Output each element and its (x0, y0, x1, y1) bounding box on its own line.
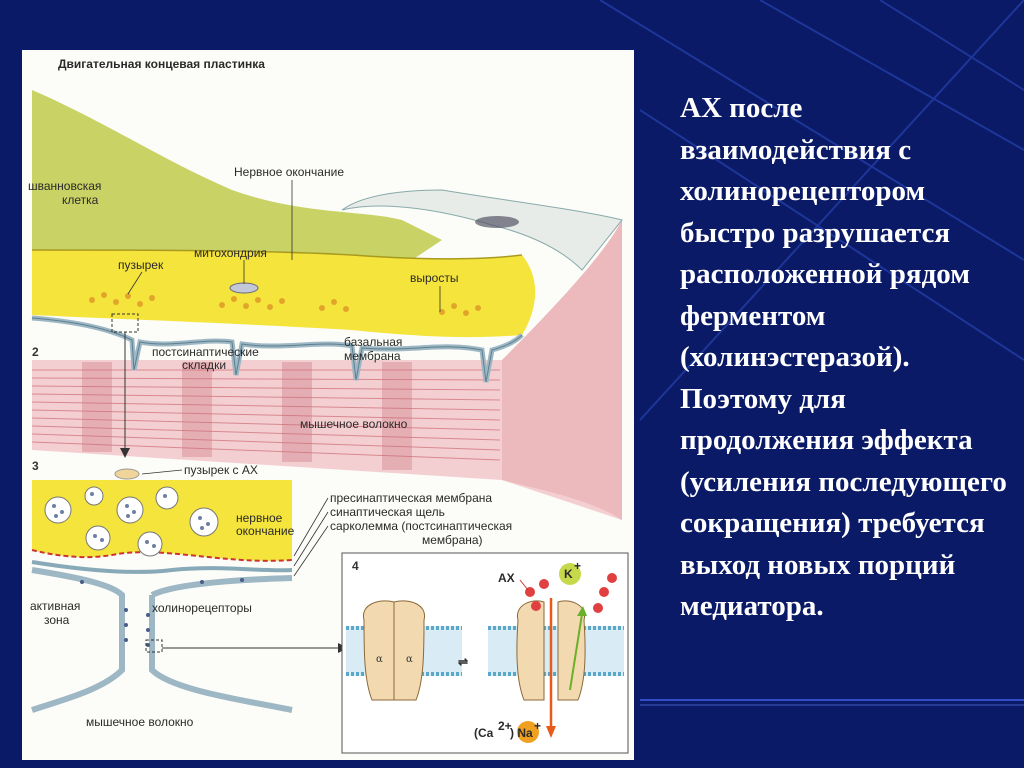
panel-number-4: 4 (352, 559, 359, 573)
muscle-side-face (502, 220, 622, 520)
vesicles-with-ach (44, 486, 219, 557)
label-sarcolemma-1: сарколемма (постсинаптическая (330, 519, 512, 533)
nerve-terminal (32, 250, 536, 338)
alpha-label-1: α (376, 654, 383, 665)
label-k-charge: + (574, 559, 581, 573)
label-na-charge: + (534, 719, 541, 733)
label-vesicle: пузырек (118, 258, 164, 272)
label-postsyn-folds-1: постсинаптические (152, 345, 259, 359)
figure-panel: Двигательная концевая пластинка шванновс… (22, 50, 634, 760)
label-basal-2: мембрана (344, 349, 401, 363)
label-muscle-fiber-bottom: мышечное волокно (86, 715, 194, 729)
equilibrium-arrows: ⇌ (458, 655, 468, 669)
label-k: K (564, 567, 573, 581)
label-cholinoreceptors: холинорецепторы (152, 601, 252, 615)
receptor-closed-right (393, 600, 426, 701)
label-presynaptic: пресинаптическая мембрана (330, 491, 492, 505)
receptor-closed-left (362, 600, 395, 701)
label-ca-charge: 2+ (498, 719, 512, 733)
neuromuscular-junction-diagram: Двигательная концевая пластинка шванновс… (28, 57, 629, 754)
label-mitochondria: митохондрия (194, 246, 267, 260)
label-active-zone-1: активная (30, 599, 80, 613)
zoom-box-3 (145, 639, 163, 653)
panel-number-2: 2 (32, 345, 39, 359)
vesicle-ach-top (114, 468, 140, 480)
label-schwann-2: клетка (62, 193, 99, 207)
schwann-cell (32, 90, 442, 300)
receptor-open-left (516, 600, 545, 701)
label-cleft: синаптическая щель (330, 505, 445, 519)
label-sarcolemma-2: мембрана) (422, 533, 483, 547)
ca-ion-circle (517, 721, 539, 743)
alpha-label-2: α (406, 654, 413, 665)
vesicles (89, 292, 481, 316)
receptor-open-right (557, 600, 586, 701)
label-ach-inset: АХ (498, 571, 515, 585)
schwann-top-fold (341, 189, 623, 271)
synaptic-cleft (31, 560, 293, 574)
figure-title: Двигательная концевая пластинка (58, 57, 265, 71)
k-flow-arrow (569, 613, 583, 691)
muscle-striations (31, 369, 501, 461)
muscle-bands (82, 362, 412, 470)
label-nerve-ending: Нервное окончание (234, 165, 344, 179)
presynaptic-membrane (31, 549, 293, 562)
ach-dots (52, 492, 210, 548)
lipid-bilayer-right (488, 626, 624, 676)
panel-number-3: 3 (32, 459, 39, 473)
mitochondrion (229, 282, 259, 294)
label-outgrowths: выросты (410, 271, 458, 285)
label-nerve-ending-small-1: нервное (236, 511, 283, 525)
schwann-nucleus (475, 216, 519, 228)
label-vesicle-ach: пузырек с АХ (184, 463, 258, 477)
label-postsyn-folds-2: складки (182, 358, 226, 372)
label-active-zone-2: зона (44, 613, 70, 627)
label-schwann-1: шванновская (28, 179, 101, 193)
label-ca: (Ca (474, 726, 494, 740)
label-na: ) Na (510, 726, 533, 740)
k-ion-circle (559, 563, 581, 585)
label-muscle-fiber-top: мышечное волокно (300, 417, 408, 431)
receptor-dots (80, 578, 244, 647)
label-nerve-ending-small-2: окончание (236, 524, 295, 538)
label-basal-1: базальная (344, 335, 402, 349)
slide-body-text: АХ после взаимодействия с холинорецептор… (680, 92, 1007, 622)
